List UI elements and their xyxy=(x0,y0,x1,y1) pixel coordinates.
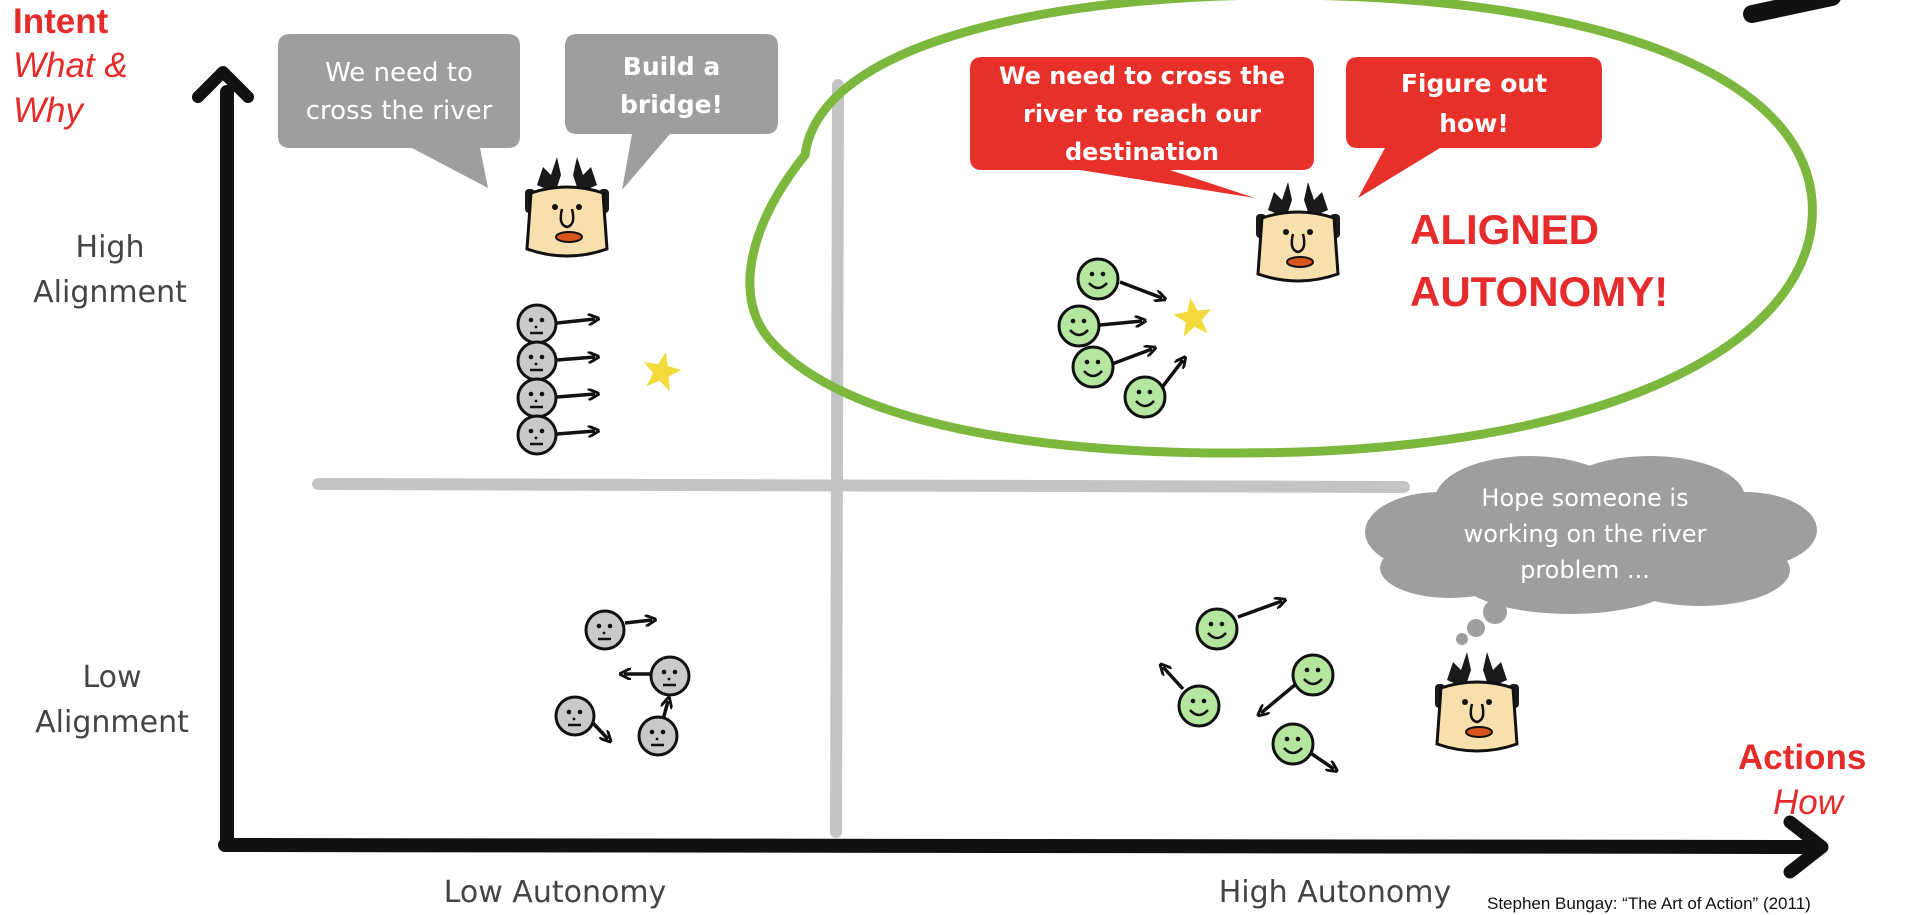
bubble-line: destination xyxy=(1065,138,1219,166)
row-label-low-line1: Low xyxy=(82,660,142,695)
highlight-line1: ALIGNED xyxy=(1410,206,1599,253)
x-axis-subtitle: How xyxy=(1773,783,1844,822)
speech-bubble-build-bridge xyxy=(565,34,778,190)
horizontal-divider xyxy=(312,478,1410,493)
speech-bubble-cross-river xyxy=(278,34,520,188)
row-label-high-line2: Alignment xyxy=(33,275,187,310)
column-label-low-autonomy: Low Autonomy xyxy=(443,875,667,910)
bubble-text-reach-destination: We need to cross the river to reach our … xyxy=(970,57,1314,171)
bubble-line: bridge! xyxy=(620,90,723,119)
row-label-high-line1: High xyxy=(75,230,145,265)
vertical-divider xyxy=(830,79,844,838)
thought-cloud xyxy=(1365,456,1817,645)
speech-bubble-reach-destination xyxy=(970,57,1314,198)
team-faces-high-alignment-low-autonomy xyxy=(516,303,595,456)
x-axis-title: Actions xyxy=(1738,738,1867,777)
source-credit: Stephen Bungay: “The Art of Action” (201… xyxy=(1487,894,1811,913)
marker-stroke xyxy=(1743,0,1841,23)
bubble-text-build-bridge: Build a bridge! xyxy=(565,48,778,124)
thought-line: working on the river xyxy=(1463,520,1707,548)
thought-line: problem ... xyxy=(1520,556,1650,584)
boss-character-icon xyxy=(1254,180,1342,283)
speech-bubble-figure-out-how xyxy=(1346,57,1602,198)
thought-text: Hope someone is working on the river pro… xyxy=(1430,480,1740,588)
row-label-low-line2: Alignment xyxy=(35,705,189,740)
thought-line: Hope someone is xyxy=(1481,484,1689,512)
bubble-text-figure-out-how: Figure out how! xyxy=(1346,64,1602,144)
goal-star-icon xyxy=(644,352,682,392)
bubble-line: Build a xyxy=(622,52,721,81)
aligned-autonomy-ellipse xyxy=(745,0,1817,458)
team-faces-low-alignment-low-autonomy xyxy=(554,609,691,757)
bubble-line: how! xyxy=(1439,109,1509,138)
bubble-text-cross-river: We need to cross the river xyxy=(278,54,520,130)
y-axis-title: Intent xyxy=(13,2,109,41)
column-label-high-autonomy: High Autonomy xyxy=(1218,875,1452,910)
bubble-line: river to reach our xyxy=(1023,100,1261,128)
y-axis-subtitle-line2: Why xyxy=(13,91,83,130)
bubble-line: cross the river xyxy=(305,96,493,126)
team-faces-high-alignment-high-autonomy xyxy=(1057,257,1183,419)
x-axis-line xyxy=(218,838,1822,854)
boss-character-icon xyxy=(1433,650,1521,753)
team-faces-low-alignment-high-autonomy xyxy=(1163,601,1334,769)
bubble-line: We need to xyxy=(325,58,473,88)
y-axis-subtitle-line1: What & xyxy=(13,46,128,85)
y-axis-arrowhead xyxy=(192,66,254,103)
x-axis-arrowhead xyxy=(1783,815,1829,879)
goal-star-icon xyxy=(1173,298,1212,337)
highlight-line2: AUTONOMY! xyxy=(1410,268,1669,315)
bubble-line: Figure out xyxy=(1400,69,1548,98)
boss-character-icon xyxy=(523,155,611,258)
bubble-line: We need to cross the xyxy=(998,62,1286,90)
